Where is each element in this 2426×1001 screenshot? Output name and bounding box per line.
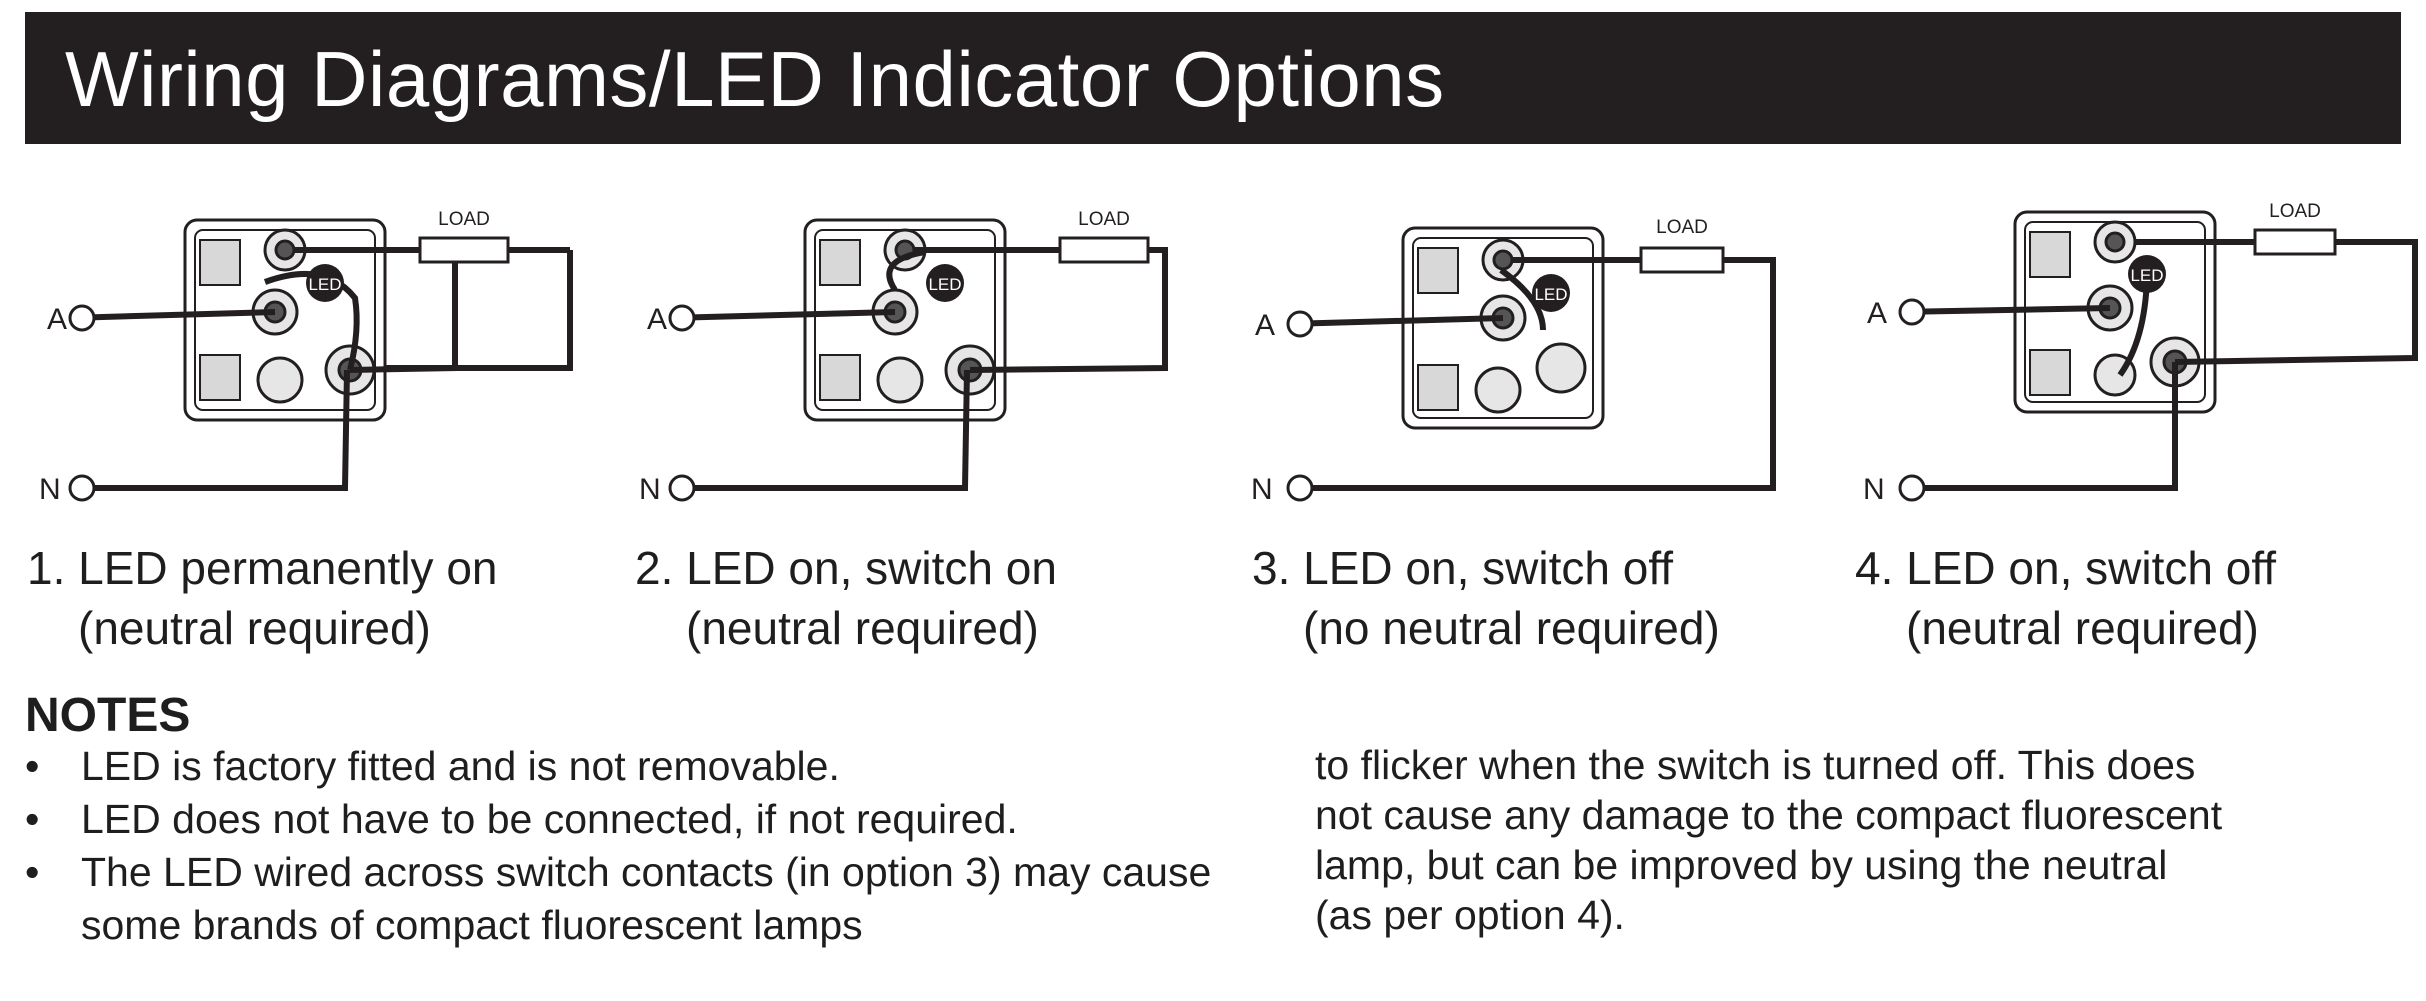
led-indicator xyxy=(926,264,964,302)
wires xyxy=(668,247,1168,491)
load-resistor xyxy=(1058,236,1150,264)
option-title: LED on, switch off xyxy=(1906,542,2277,594)
option-subtitle: (neutral required) xyxy=(686,602,1039,654)
bullet-icon: • xyxy=(25,849,40,895)
active-label: A xyxy=(47,303,67,336)
option-number: 4. xyxy=(1855,542,1894,594)
neutral-terminal xyxy=(668,474,696,502)
option-number: 3. xyxy=(1252,542,1291,594)
note-continuation-line: (as per option 4). xyxy=(1315,892,1625,938)
note-item: • The LED wired across switch contacts (… xyxy=(25,846,1255,952)
option-subtitle: (neutral required) xyxy=(78,602,431,654)
option-title: LED on, switch off xyxy=(1303,542,1674,594)
wiring-diagram-4: LOAD LED A N xyxy=(1845,190,2426,520)
option-title: LED permanently on xyxy=(78,542,498,594)
notes-list: • LED is factory fitted and is not remov… xyxy=(25,740,1255,952)
load-label: LOAD xyxy=(1078,209,1130,230)
option-subtitle: (neutral required) xyxy=(1906,602,2259,654)
led-label: LED xyxy=(1534,285,1567,304)
option-title: LED on, switch on xyxy=(686,542,1057,594)
page-title: Wiring Diagrams/LED Indicator Options xyxy=(65,35,1445,123)
neutral-label: N xyxy=(39,473,61,506)
bullet-icon: • xyxy=(25,796,40,842)
load-label: LOAD xyxy=(438,209,490,230)
load-resistor xyxy=(1639,246,1725,274)
switch-mechanism xyxy=(803,218,1007,422)
active-label: A xyxy=(1867,297,1887,330)
neutral-label: N xyxy=(639,473,661,506)
wiring-diagram-1: LOAD LED A N xyxy=(25,190,625,520)
active-label: A xyxy=(647,303,667,336)
active-label: A xyxy=(1255,309,1275,342)
notes-heading: NOTES xyxy=(25,689,191,742)
load-label: LOAD xyxy=(1656,217,1708,238)
note-item: • LED does not have to be connected, if … xyxy=(25,793,1255,846)
neutral-label: N xyxy=(1863,473,1885,506)
active-terminal xyxy=(668,304,696,332)
load-label: LOAD xyxy=(2269,201,2321,222)
led-indicator xyxy=(1532,274,1570,312)
note-text: The LED wired across switch contacts (in… xyxy=(81,849,1212,948)
active-terminal xyxy=(68,304,96,332)
note-continuation-line: lamp, but can be improved by using the n… xyxy=(1315,842,2168,888)
led-indicator xyxy=(306,264,344,302)
active-terminal xyxy=(1286,310,1314,338)
led-label: LED xyxy=(2130,266,2163,285)
neutral-label: N xyxy=(1251,473,1273,506)
neutral-terminal xyxy=(1898,474,1926,502)
wiring-diagram-3: LOAD LED A N xyxy=(1243,190,1843,520)
option-number: 1. xyxy=(27,542,66,594)
note-continuation-line: not cause any damage to the compact fluo… xyxy=(1315,792,2223,838)
option-caption-4: 4. LED on, switch off (neutral required) xyxy=(1855,538,2276,658)
note-item: • LED is factory fitted and is not remov… xyxy=(25,740,1255,793)
notes-continuation: to flicker when the switch is turned off… xyxy=(1315,740,2415,940)
note-continuation-line: to flicker when the switch is turned off… xyxy=(1315,742,2196,788)
load-resistor xyxy=(418,236,510,264)
wires xyxy=(1286,257,1776,491)
option-number: 2. xyxy=(635,542,674,594)
load-resistor xyxy=(2253,228,2337,256)
option-caption-1: 1. LED permanently on (neutral required) xyxy=(27,538,498,658)
neutral-terminal xyxy=(1286,474,1314,502)
bullet-icon: • xyxy=(25,743,40,789)
neutral-terminal xyxy=(68,474,96,502)
title-banner: Wiring Diagrams/LED Indicator Options xyxy=(25,12,2401,144)
option-caption-2: 2. LED on, switch on (neutral required) xyxy=(635,538,1057,658)
led-label: LED xyxy=(308,275,341,294)
wiring-diagram-2: LOAD LED A N xyxy=(625,190,1225,520)
led-indicator xyxy=(2128,255,2166,293)
led-label: LED xyxy=(928,275,961,294)
note-text: LED is factory fitted and is not removab… xyxy=(81,743,840,789)
active-terminal xyxy=(1898,298,1926,326)
option-caption-3: 3. LED on, switch off (no neutral requir… xyxy=(1252,538,1720,658)
wires xyxy=(68,247,458,491)
wires xyxy=(1898,239,2418,491)
option-subtitle: (no neutral required) xyxy=(1303,602,1720,654)
note-text: LED does not have to be connected, if no… xyxy=(81,796,1018,842)
